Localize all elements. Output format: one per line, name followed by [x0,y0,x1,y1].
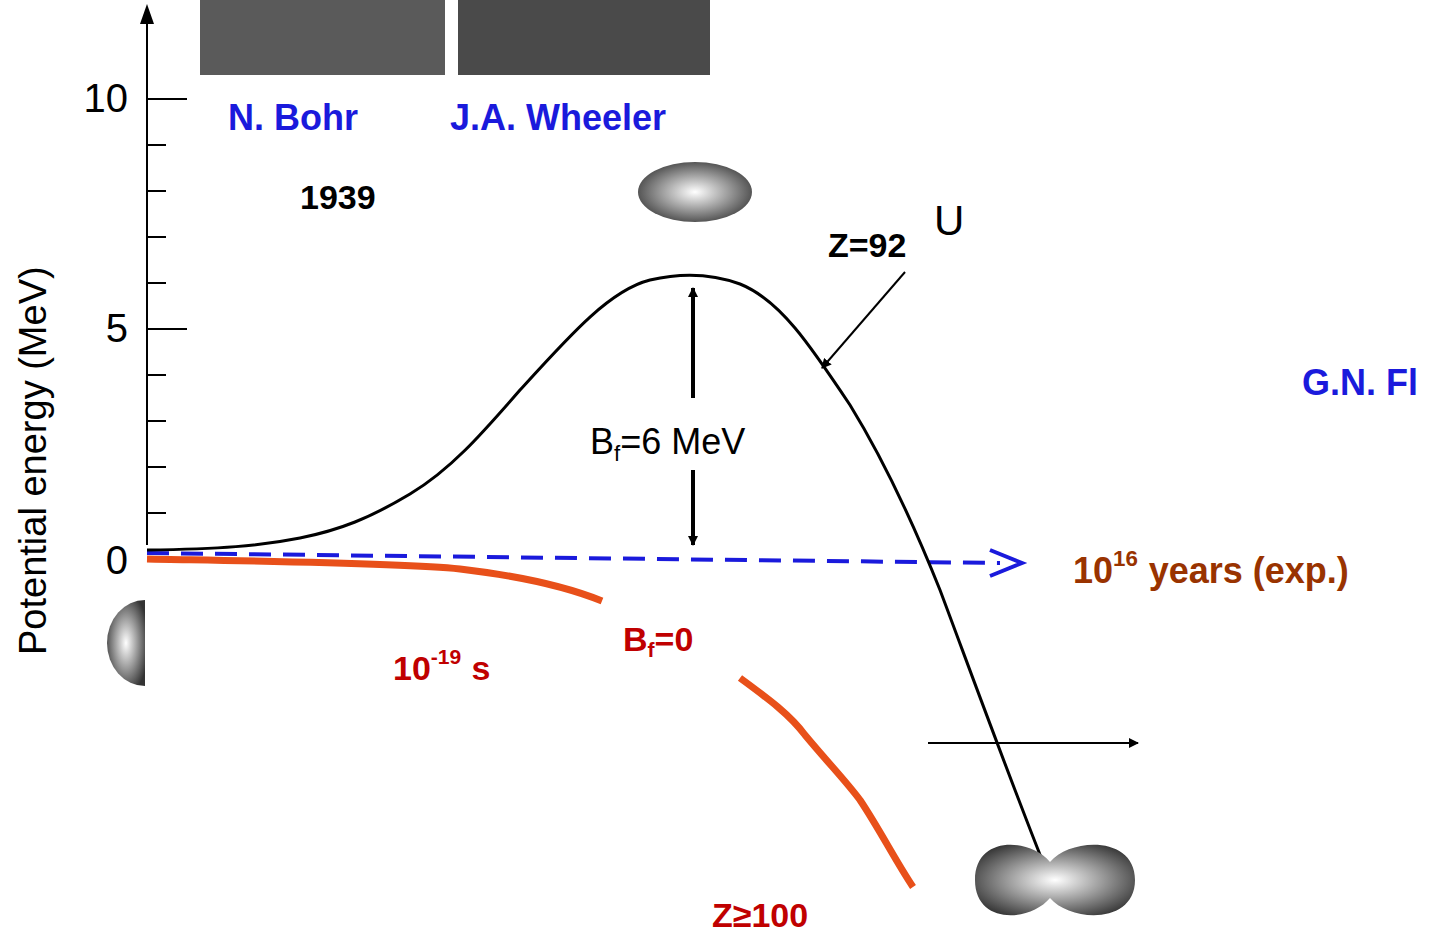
barrier-label-text: f [648,638,655,661]
time-label-text: 10 [393,649,431,687]
year-label-text: 1939 [300,178,376,216]
barrier-label-text: =0 [655,620,694,658]
deformed-nucleus [638,162,752,222]
element-label-text: Z=92 [828,226,906,264]
z100-curve [740,678,913,887]
photo-wheeler [458,0,710,75]
person-name: J.A. Wheeler [450,100,666,136]
time-label: 10-19 s [393,646,490,685]
time-label-text: -19 [431,645,461,668]
element-symbol: U [934,200,964,242]
leader-line [822,272,905,368]
element-label-text: Z≥100 [712,896,808,934]
spherical-nucleus [107,600,145,686]
elongation-arrow [928,742,1138,744]
person-name-text: J.A. Wheeler [450,97,666,138]
axis-tick-label-text: 10 [84,76,129,120]
element-label: Z=92 [828,228,906,262]
element-label: Z≥100 [712,898,808,932]
axis-tick-label: 10 [28,78,128,118]
axis-tick-label-text: 5 [106,306,128,350]
barrier-label-text: B [623,620,648,658]
barrier-label-text: =6 MeV [620,421,745,462]
axis-title-text: Potential energy (MeV) [12,266,54,655]
y-axis [146,12,148,545]
uranium-curve [147,275,1050,880]
axis-arrow [140,4,154,24]
barrier-arrow [691,288,695,398]
half-life-label-text: 10 [1073,550,1113,591]
person-name-text: N. Bohr [228,97,358,138]
axis-title: Potential energy (MeV) [14,266,52,655]
ground-level [147,553,1000,563]
barrier-label-text: f [614,441,620,466]
barrier-arrow [691,470,695,545]
person-name: N. Bohr [228,100,358,136]
time-label-text: s [471,649,490,687]
half-life-label-text: years (exp.) [1149,550,1349,591]
photo-bohr [200,0,445,75]
half-life-label-text: 16 [1113,546,1138,571]
person-name: G.N. Fl [1302,365,1418,401]
person-name-text: G.N. Fl [1302,362,1418,403]
axis-tick-label-text: 0 [106,538,128,582]
half-life-label: 1016 years (exp.) [1073,548,1349,589]
barrier-label-text: B [590,421,614,462]
barrier-label: Bf=6 MeV [590,424,745,465]
year-label: 1939 [300,180,376,214]
axis-ticks [147,99,187,513]
z100-curve [147,559,602,601]
scission-nucleus [975,845,1135,915]
barrier-label: Bf=0 [623,622,693,660]
ground-arrow [990,550,1022,576]
element-symbol-text: U [934,197,964,244]
